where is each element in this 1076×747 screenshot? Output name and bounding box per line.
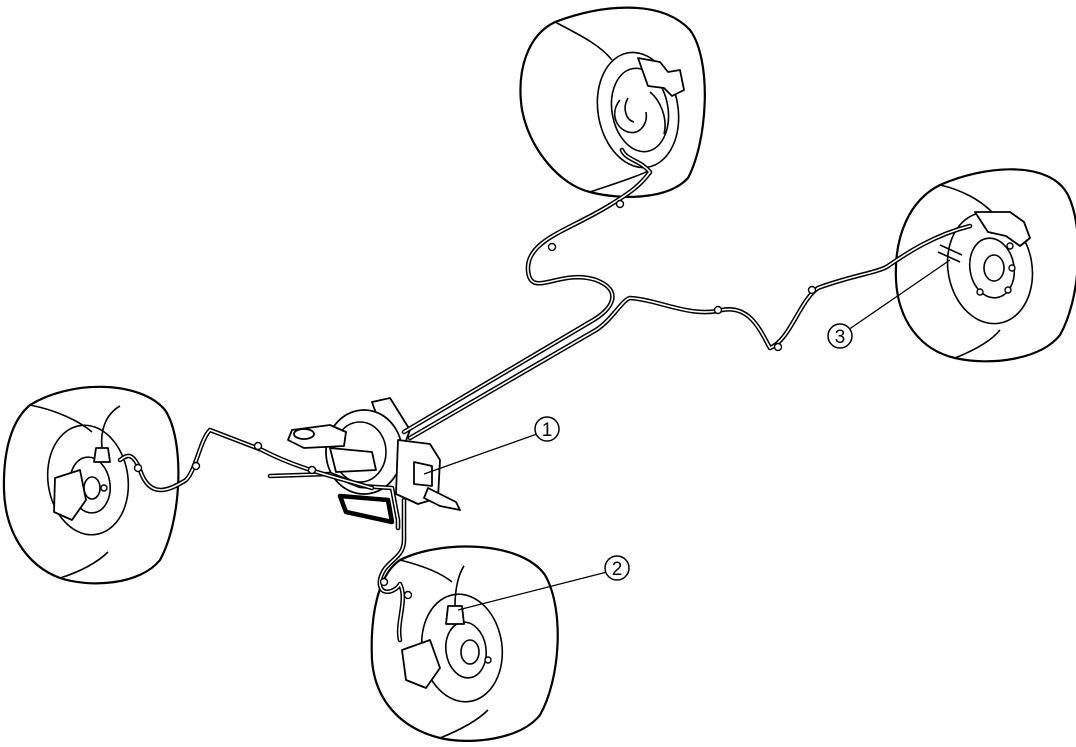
wheel-rear-left: [519, 6, 706, 198]
wheel-front-left: [2, 385, 180, 585]
master-cylinder-assembly: [267, 397, 461, 531]
wheel-rear-right: [894, 168, 1076, 363]
brake-lines: [117, 147, 973, 643]
callout-1-label: 1: [542, 420, 553, 441]
callout-3: 3: [827, 259, 951, 349]
wheel-front-right: [370, 545, 559, 742]
callout-3-label: 3: [835, 327, 846, 348]
callout-1: 1: [423, 416, 560, 475]
callout-2-label: 2: [612, 559, 623, 580]
callout-2: 2: [457, 555, 630, 611]
